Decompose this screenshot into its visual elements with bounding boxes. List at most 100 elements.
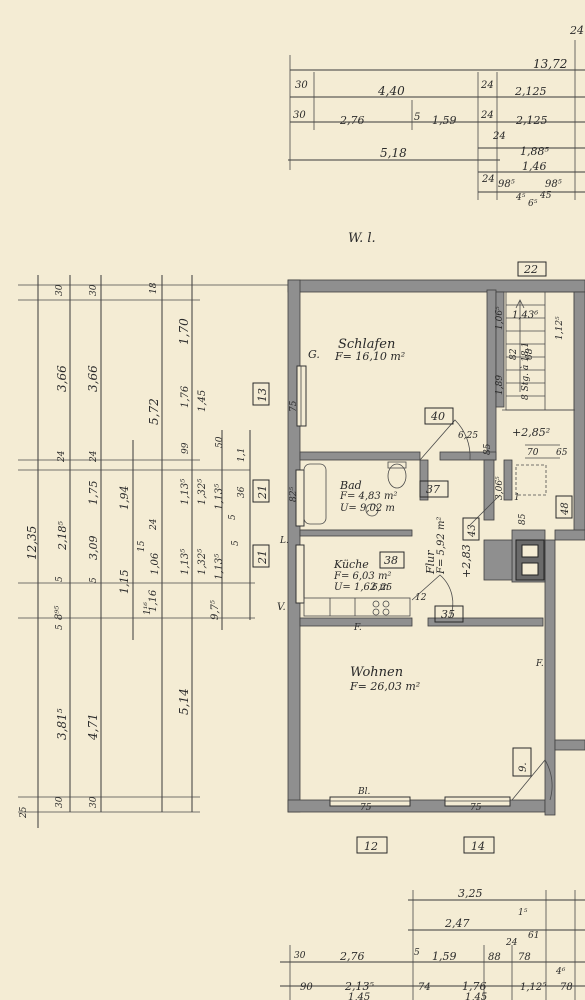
dim-283: +2,83 [460, 544, 473, 578]
bathroom-fixtures [300, 461, 412, 531]
dim-625b: 6,25 [372, 583, 392, 593]
dim-top-2125a: 2,125 [514, 85, 547, 98]
dim-r-70: 70 [527, 448, 539, 458]
dim-75b: 75 [360, 803, 372, 813]
dim-l2-366: 3,66 [86, 365, 100, 392]
dim-top-5: 5 [414, 112, 420, 123]
tag-12: 12 [364, 840, 378, 853]
room-schlafen-area: F= 16,10 m² [334, 350, 405, 363]
dim-l4-1135a: 1,13⁵ [180, 479, 191, 505]
dim-r-189: 1,89 [495, 375, 505, 395]
door-swings [411, 419, 553, 801]
room-tags: 22 40 37 38 43 35 12 14 48 9. [356, 261, 573, 854]
label-v: V. [277, 602, 286, 613]
dim-l5-50: 50 [215, 436, 225, 448]
dim-l2-5: 5 [89, 577, 99, 583]
dim-l4-170: 1,70 [177, 318, 191, 345]
dim-r-2852: +2,85² [512, 426, 550, 439]
dim-b-2135: 2,13⁵ [344, 980, 374, 993]
dim-l5-36: 36 [237, 486, 247, 498]
dim-top-45a: 4⁵ [515, 193, 526, 203]
chimney [515, 539, 545, 581]
dim-top-985b: 98⁵ [545, 179, 562, 190]
dim-l1-25: 25 [19, 806, 29, 819]
dim-b-145b: 1,45 [465, 992, 487, 1000]
dim-825: 82⁵ [289, 487, 299, 502]
dim-top-30a: 30 [295, 80, 308, 91]
dim-l1-24: 24 [57, 450, 67, 463]
room-kueche-area: F= 6,03 m² [333, 571, 391, 582]
room-bad-area: F= 4,83 m² [339, 491, 397, 502]
room-schlafen-name: Schlafen [338, 337, 395, 352]
dim-b-78a: 78 [518, 952, 531, 963]
dim-l3-116: 1,16 [148, 589, 159, 612]
dim-b-247: 2,47 [444, 917, 470, 930]
tag-13-box [252, 382, 270, 406]
dim-r-65: 65 [556, 448, 568, 458]
dim-r-82: 82 [509, 348, 519, 360]
dim-l1-895: 8⁹⁵ [54, 606, 65, 620]
dim-l4-1325a: 1,32⁵ [197, 479, 208, 505]
label-f1: F. [353, 623, 362, 633]
tag-38: 38 [384, 554, 398, 567]
dim-l1-3815: 3,81⁵ [55, 708, 69, 740]
dim-b-15: 1⁵ [518, 908, 528, 918]
label-bl: Bl. [357, 787, 370, 797]
dim-top-146: 1,46 [522, 160, 547, 173]
dim-l1-5b: 5 [55, 624, 65, 630]
dim-1: 1 [514, 493, 520, 503]
dim-top-24c: 24 [480, 110, 494, 121]
staircase: 8 Stg. à 18,1 [505, 291, 575, 411]
dim-r-1065: 1,06⁵ [495, 306, 505, 330]
dim-top-24d: 24 [492, 131, 506, 142]
dim-top-24e: 24 [481, 174, 495, 185]
dim-b-90: 90 [300, 982, 313, 993]
dim-b-145a: 1,45 [348, 992, 370, 1000]
dim-12: 12 [415, 593, 427, 603]
dim-r-1436: 1,43⁶ [512, 310, 538, 321]
dim-l4-1325b: 1,32⁵ [197, 549, 208, 575]
dim-b-78b: 78 [560, 982, 573, 993]
room-bad-name: Bad [339, 479, 362, 492]
dim-b-325: 3,25 [458, 887, 483, 900]
tag-37: 37 [426, 483, 440, 496]
dim-l3-194: 1,94 [118, 486, 131, 511]
room-flur-name: Flur [424, 550, 437, 575]
right-dimensions: 1,43⁶ 1,06⁵ 1,12⁵ 1,89 82 68 +2,85² 70 6… [483, 306, 575, 525]
dim-l2-115: 1,15 [118, 570, 131, 595]
dim-top-45b: 45 [539, 191, 552, 201]
dim-r-85a: 85 [518, 513, 528, 525]
dim-b-24: 24 [505, 938, 518, 948]
dim-top-overall: 13,72 [533, 57, 567, 71]
room-flur-area: F= 5,92 m² [436, 517, 447, 575]
top-dimension-chain: 13,72 24 30 4,40 24 2,125 30 2,76 5 1,59… [288, 24, 585, 209]
tag-21b: 21 [256, 550, 269, 565]
dim-l4-145: 1,45 [197, 390, 208, 412]
dim-b-5: 5 [414, 948, 420, 958]
room-bad-volume: U= 9,02 m [340, 503, 395, 514]
label-f2: F. [535, 659, 544, 669]
dim-l3-1-16: 1¹⁶ [143, 602, 153, 615]
stair-note: 8 Stg. à 18,1 [520, 342, 531, 400]
dim-b-88: 88 [488, 952, 501, 963]
dim-b-61: 61 [528, 931, 539, 941]
dim-75c: 75 [470, 803, 482, 813]
tag-40: 40 [430, 410, 445, 423]
dim-b-1125: 1,12⁵ [520, 982, 546, 993]
dim-l4-176: 1,76 [180, 385, 191, 408]
dim-r-1125: 1,12⁵ [555, 316, 565, 340]
dim-l5-1135a: 1,13⁵ [214, 484, 225, 510]
dim-l2-471: 4,71 [86, 713, 100, 741]
dim-top-65: 6⁵ [528, 199, 538, 209]
bottom-dimension-chain: 3,25 2,47 1⁵ 30 2,76 5 1,59 88 78 24 61 … [280, 887, 585, 1000]
dim-r-85b: 85 [483, 443, 493, 455]
dim-l5-11: 1,1 [237, 448, 247, 462]
dim-l1-5a: 5 [55, 576, 65, 582]
room-kueche-name: Küche [333, 558, 369, 571]
label-wl: W. l. [348, 231, 376, 246]
tag-35: 35 [441, 608, 455, 621]
dim-b-276: 2,76 [339, 950, 365, 963]
tag-21b-box [252, 544, 270, 568]
dim-left-overall: 12,35 [25, 526, 39, 560]
dim-b-30: 30 [294, 951, 306, 961]
